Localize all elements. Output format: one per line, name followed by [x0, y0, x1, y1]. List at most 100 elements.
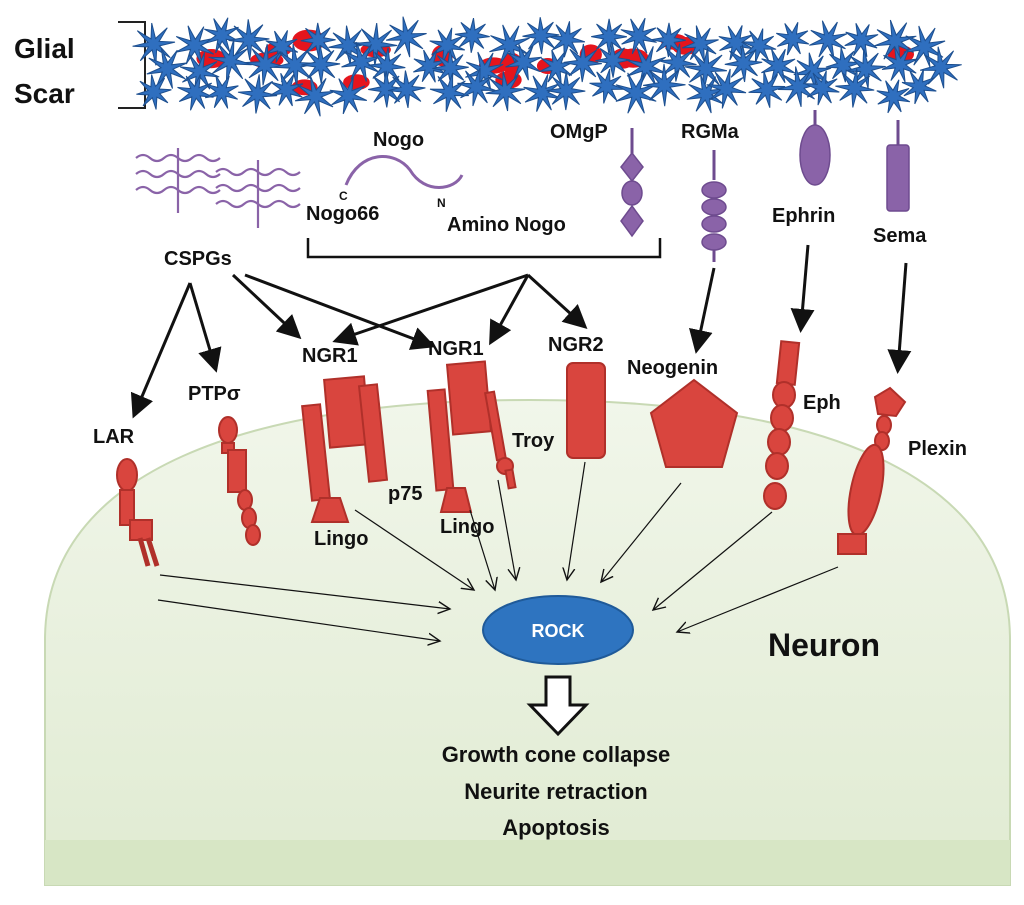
lar-label: LAR: [93, 426, 135, 448]
astrocyte-icon: [563, 43, 602, 83]
astrocyte-icon: [748, 71, 786, 108]
astrocyte-icon: [273, 43, 317, 87]
astrocyte-icon: [620, 17, 657, 55]
lingo-label-right: Lingo: [440, 516, 494, 538]
astrocyte-icon: [177, 74, 214, 111]
troy-label: Troy: [512, 430, 555, 452]
astrocyte-icon: [724, 44, 763, 83]
glial-scar-bracket: [118, 21, 146, 109]
nogo-c-terminus-label: C: [339, 189, 348, 203]
astrocyte-icon: [237, 74, 278, 114]
ngr1-label-right: NGR1: [428, 338, 484, 360]
ngr1-complex-right: [426, 360, 517, 513]
astrocyte-icon: [625, 46, 667, 88]
astrocyte-icon: [132, 22, 176, 66]
rock-label: ROCK: [532, 621, 585, 641]
amino-nogo-label: Amino Nogo: [447, 214, 566, 236]
rgma-label: RGMa: [681, 121, 740, 143]
ngr2-receptor: [566, 362, 606, 459]
astrocyte-icon: [368, 47, 406, 86]
astrocyte-icon: [244, 43, 286, 86]
astrocyte-icon: [546, 71, 586, 111]
omgp-ligand: [620, 128, 644, 238]
plexin-receptor: [837, 386, 907, 555]
astrocyte-icon: [429, 72, 469, 112]
astrocyte-icon: [919, 46, 962, 89]
astrocyte-icon: [684, 47, 728, 91]
glial-scar-label-line1: Glial: [14, 33, 75, 64]
outcome-down-arrow: [526, 675, 590, 737]
astrocyte-icon: [203, 17, 240, 54]
sema-label: Sema: [873, 225, 927, 247]
astrocyte-icon: [457, 67, 496, 107]
astrocyte-icon: [522, 17, 560, 55]
cspg-glyph: [135, 148, 301, 228]
astrocyte-icon: [301, 44, 341, 84]
astrocyte-icon: [228, 19, 270, 61]
rock-node: [482, 595, 634, 665]
astrocyte-icon: [589, 68, 625, 104]
lar-receptor: [116, 458, 160, 567]
astrocyte-icon: [876, 79, 911, 114]
ngr2-label: NGR2: [548, 334, 604, 356]
ngr1-label-left: NGR1: [302, 345, 358, 367]
nogo-n-terminus-label: N: [437, 196, 446, 210]
astrocyte-icon: [269, 72, 304, 107]
astrocyte-icon: [615, 72, 657, 114]
astrocyte-icon: [454, 17, 490, 53]
astrocyte-icon: [901, 69, 937, 105]
glial-scar-label-line2: Scar: [14, 78, 75, 109]
ephrin-label: Ephrin: [772, 205, 835, 227]
astrocyte-icon: [146, 47, 188, 89]
astrocyte-icon: [204, 74, 239, 109]
astrocyte-icon: [718, 25, 754, 61]
astrocyte-icon: [844, 23, 879, 58]
ngr1-complex-left: [301, 375, 389, 523]
astrocyte-icon: [385, 16, 427, 58]
sema-ligand: [886, 120, 910, 212]
astrocyte-icon: [658, 43, 697, 82]
astrocyte-icon: [136, 74, 172, 110]
nogo-label: Nogo: [373, 129, 424, 151]
astrocyte-icon: [548, 21, 586, 58]
astrocyte-icon: [793, 52, 832, 91]
ephrin-ligand: [799, 110, 831, 186]
nogo66-label: Nogo66: [306, 203, 379, 225]
neogenin-receptor: [649, 378, 739, 468]
omgp-label: OMgP: [550, 121, 608, 143]
astrocyte-icon: [681, 25, 719, 63]
astrocyte-icon: [505, 43, 542, 81]
astrocyte-icon: [208, 39, 252, 83]
astrocyte-icon: [387, 70, 426, 109]
astrocyte-icon: [329, 76, 368, 115]
eph-label: Eph: [803, 392, 841, 414]
astrocyte-icon: [595, 42, 631, 78]
plexin-label: Plexin: [908, 438, 967, 460]
rgma-ligand: [701, 150, 727, 262]
astrocyte-icon: [741, 28, 777, 63]
neogenin-label: Neogenin: [627, 357, 718, 379]
receptors: [116, 340, 907, 567]
rock-signaling-arrows: [157, 461, 839, 641]
astrocyte-icon: [776, 22, 810, 56]
astrocyte-icon: [485, 71, 526, 112]
ptp-sigma-receptor: [218, 416, 261, 546]
nogo-bracket: [306, 238, 662, 259]
astrocyte-icon: [804, 70, 840, 106]
astrocyte-icon: [835, 68, 875, 108]
neuron-label: Neuron: [768, 627, 880, 663]
lingo-label-left: Lingo: [314, 528, 368, 550]
outcome-neurite-retraction: Neurite retraction: [464, 779, 647, 804]
ligand-receptor-arrows: [130, 244, 912, 419]
astrocyte-icon: [706, 68, 747, 109]
astrocyte-icon: [874, 19, 917, 63]
astrocyte-icon: [523, 74, 562, 112]
astrocyte-icon: [903, 25, 946, 68]
astrocyte-icon: [341, 41, 382, 82]
astrocyte-icon: [651, 22, 686, 58]
astrocyte-icon: [175, 25, 215, 66]
astrocyte-icon: [591, 18, 627, 55]
astrocyte-icon: [881, 46, 918, 83]
eph-receptor: [763, 340, 801, 510]
